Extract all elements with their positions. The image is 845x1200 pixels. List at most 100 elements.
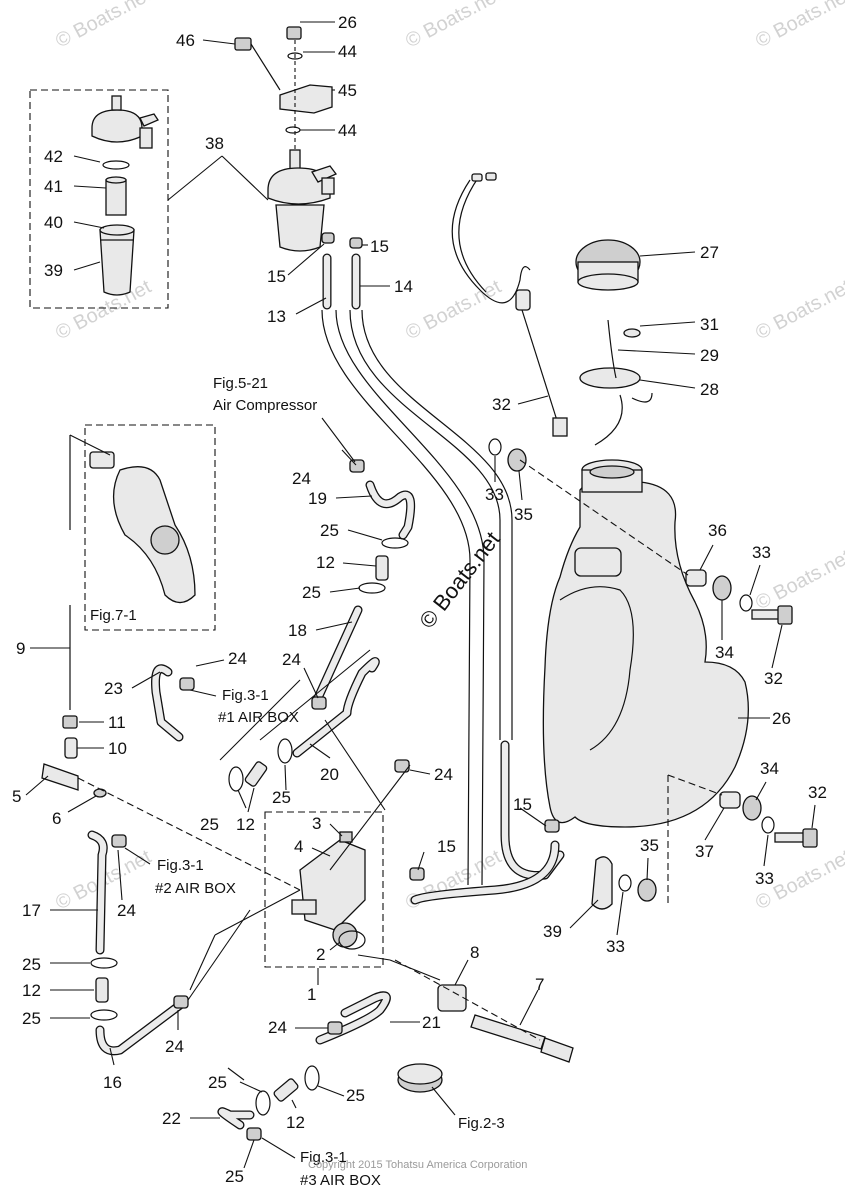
callout: 19 bbox=[308, 489, 327, 508]
grommet-35c bbox=[637, 878, 657, 902]
callout: 22 bbox=[162, 1109, 181, 1128]
washer-33a bbox=[739, 594, 753, 612]
clip-15a bbox=[321, 232, 335, 244]
callout: 37 bbox=[695, 842, 714, 861]
clip-25d bbox=[277, 738, 293, 764]
clip-15c bbox=[409, 867, 425, 881]
callout: 1 bbox=[307, 985, 316, 1004]
check-valve-12b bbox=[244, 761, 268, 787]
clip-15d bbox=[544, 819, 560, 833]
watermark: © Boats.net bbox=[402, 276, 505, 345]
callout: 40 bbox=[44, 213, 63, 232]
link-5 bbox=[41, 763, 79, 791]
ref-air-compressor: Air Compressor bbox=[213, 397, 317, 414]
callout: 33 bbox=[606, 937, 625, 956]
callout: 21 bbox=[422, 1013, 441, 1032]
callout: 23 bbox=[104, 679, 123, 698]
callout: 25 bbox=[320, 521, 339, 540]
callout: 15 bbox=[267, 267, 286, 286]
ref-air-box-2: #2 AIR BOX bbox=[155, 880, 236, 897]
callout: 45 bbox=[338, 81, 357, 100]
center-watermark: © Boats.net bbox=[414, 527, 505, 633]
ref-fig5-21[interactable]: Fig.5-21 bbox=[213, 375, 268, 392]
clip-24-21 bbox=[179, 677, 195, 691]
callout: 33 bbox=[485, 485, 504, 504]
callout: 10 bbox=[108, 739, 127, 758]
callout: 24 bbox=[434, 765, 453, 784]
watermark: © Boats.net bbox=[402, 0, 505, 52]
washer-33b bbox=[761, 816, 775, 834]
callout: 46 bbox=[176, 31, 195, 50]
bracket-fig7-1 bbox=[89, 451, 196, 604]
collar-36a bbox=[685, 569, 707, 587]
ref-fig3-1-b[interactable]: Fig.3-1 bbox=[157, 857, 204, 874]
callout: 32 bbox=[808, 783, 827, 802]
callout: 24 bbox=[117, 901, 136, 920]
callout-layer: 26 44 45 44 46 38 42 41 40 39 15 15 13 1… bbox=[12, 13, 827, 1186]
callout: 12 bbox=[316, 553, 335, 572]
callout: 36 bbox=[708, 521, 727, 540]
nut-43 bbox=[286, 26, 302, 40]
clip-24-compressor bbox=[349, 459, 365, 473]
filter-cup-39 bbox=[99, 224, 135, 296]
clip-24-20 bbox=[394, 759, 410, 773]
clip-25c bbox=[228, 766, 244, 792]
filter-detail-box bbox=[29, 89, 169, 309]
callout: 31 bbox=[700, 315, 719, 334]
washer-44b bbox=[285, 126, 301, 134]
filter-cap-42 bbox=[91, 95, 159, 149]
fuel-tank-26 bbox=[542, 459, 749, 828]
grommet-35-top bbox=[507, 448, 527, 472]
callout: 15 bbox=[370, 237, 389, 256]
callout: 25 bbox=[272, 788, 291, 807]
callout: 44 bbox=[338, 121, 357, 140]
callout: 25 bbox=[225, 1167, 244, 1186]
gear-8 bbox=[437, 984, 467, 1012]
gasket-28 bbox=[579, 367, 641, 389]
callout: 18 bbox=[288, 621, 307, 640]
oil-pump-1 bbox=[291, 831, 366, 950]
callout: 25 bbox=[346, 1086, 365, 1105]
callout: 24 bbox=[268, 1018, 287, 1037]
clip-24-17 bbox=[111, 834, 127, 848]
ref-fig2-3[interactable]: Fig.2-3 bbox=[458, 1115, 505, 1132]
callout: 41 bbox=[44, 177, 63, 196]
callout: 35 bbox=[514, 505, 533, 524]
callout: 35 bbox=[640, 836, 659, 855]
callout: 2 bbox=[316, 945, 325, 964]
seal-fig2-3 bbox=[397, 1063, 443, 1093]
callout: 24 bbox=[292, 469, 311, 488]
callout: 25 bbox=[208, 1073, 227, 1092]
callout: 38 bbox=[205, 134, 224, 153]
clip-25a bbox=[381, 537, 409, 549]
callout: 9 bbox=[16, 639, 25, 658]
callout: 25 bbox=[22, 1009, 41, 1028]
ref-fig7-1[interactable]: Fig.7-1 bbox=[90, 607, 137, 624]
ref-fig3-1-c[interactable]: Fig.3-1 bbox=[300, 1149, 347, 1166]
callout: 26 bbox=[338, 13, 357, 32]
clip-25h bbox=[304, 1065, 320, 1091]
clip-24-23 bbox=[246, 1127, 262, 1141]
callout: 32 bbox=[764, 669, 783, 688]
callout: 4 bbox=[294, 837, 303, 856]
callout: 12 bbox=[22, 981, 41, 1000]
bracket-45 bbox=[279, 84, 333, 114]
clamp-37 bbox=[591, 856, 613, 910]
callout: 39 bbox=[543, 922, 562, 941]
clip-25g bbox=[255, 1090, 271, 1116]
check-valve-12d bbox=[273, 1078, 299, 1102]
callout: 15 bbox=[437, 837, 456, 856]
callout: 24 bbox=[282, 650, 301, 669]
callout: 11 bbox=[108, 713, 126, 732]
strap-29 bbox=[594, 319, 623, 446]
callout: 32 bbox=[492, 395, 511, 414]
clip-15b bbox=[349, 237, 363, 249]
watermark: © Boats.net bbox=[52, 0, 155, 52]
washer-44a bbox=[287, 52, 303, 60]
callout: 25 bbox=[302, 583, 321, 602]
callout: 6 bbox=[52, 809, 61, 828]
washer-33c bbox=[618, 874, 632, 892]
ref-fig3-1-a[interactable]: Fig.3-1 bbox=[222, 687, 269, 704]
ref-air-box-3: #3 AIR BOX bbox=[300, 1172, 381, 1189]
